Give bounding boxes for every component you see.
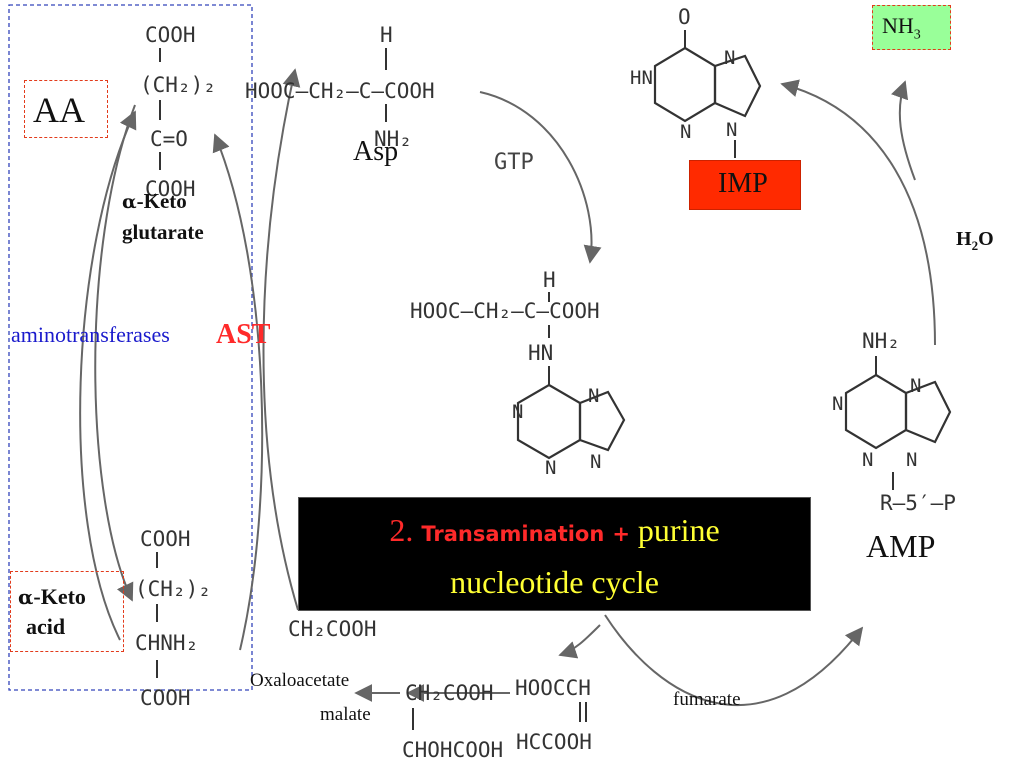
- ketoglutarate-line-1: COOH: [145, 23, 196, 47]
- ketoglutarate-line-4: COOH: [145, 177, 196, 201]
- adsucc-ring-n-3: N: [588, 385, 599, 407]
- arrow-oxaloacetate-to-asp: [262, 68, 301, 611]
- keto-acid-label-box: [10, 571, 124, 652]
- gtp-label: GTP: [494, 150, 534, 175]
- amp-r: R–5′–P: [880, 491, 956, 515]
- title-number: 2.: [389, 512, 414, 548]
- aspartate-structure: H HOOC–CH₂–C–COOH NH₂: [245, 23, 435, 151]
- adsucc-h: H: [543, 268, 556, 292]
- adsucc-ring-n-1: N: [512, 401, 523, 423]
- arrow-amp-to-imp: [780, 79, 936, 346]
- amp-label: AMP: [866, 528, 936, 564]
- glutamate-structure: COOH (CH₂)₂ CHNH₂ COOH: [135, 527, 211, 710]
- title-box: [298, 497, 811, 611]
- imp-ring-n-3: N: [726, 119, 737, 141]
- imp-ring-n-1: N: [680, 121, 691, 143]
- nh3-main: NH: [882, 13, 914, 38]
- arrow-adenylosuccinate-to-fumarate: [558, 624, 601, 659]
- glutamate-line-2: (CH₂)₂: [135, 577, 211, 601]
- nh3-label: NH3: [882, 13, 921, 43]
- oxaloacetate-structure: CH₂COOH: [288, 617, 377, 641]
- oxaloacetate-label: Oxaloacetate: [250, 670, 350, 691]
- arrow-asp-to-adenylosuccinate: [479, 91, 602, 264]
- glutamate-line-4: COOH: [140, 686, 191, 710]
- keto-glutarate-alpha: α: [122, 191, 137, 213]
- amp-structure: NH₂ N N N N R–5′–P: [832, 329, 956, 515]
- fumarate-bottom: HCCOOH: [516, 730, 592, 754]
- fumarate-structure: HOOCCH HCCOOH: [515, 676, 592, 754]
- asp-label: Asp: [353, 136, 399, 167]
- malate-structure: CH₂COOH CHOHCOOH: [402, 681, 503, 762]
- asp-h: H: [380, 23, 393, 47]
- h2o-h: H: [956, 228, 972, 250]
- arrow-aa-to-keto-acid: [94, 104, 136, 602]
- ketoglutarate-structure: COOH (CH₂)₂ C=O COOH: [140, 23, 216, 201]
- adsucc-hn: HN: [528, 341, 553, 365]
- arrow-adenylosuccinate-to-amp: [604, 614, 864, 706]
- keto-acid-label: α-Keto acid: [18, 582, 86, 642]
- keto-acid-line2: acid: [26, 614, 66, 639]
- keto-glutarate-label: α-Keto glutarate: [122, 186, 204, 247]
- title-bold-term: Transamination: [421, 522, 605, 546]
- imp-hn: HN: [630, 67, 653, 89]
- keto-acid-line1: -Keto: [33, 584, 86, 609]
- adsucc-main: HOOC–CH₂–C–COOH: [410, 299, 600, 323]
- glutamate-line-1: COOH: [140, 527, 191, 551]
- nh3-label-box: [872, 5, 951, 50]
- glutamate-line-3: CHNH₂: [135, 631, 198, 655]
- aa-label: AA: [33, 90, 85, 130]
- h2o-label: H2O: [956, 228, 994, 254]
- amp-ring-n-4: N: [906, 449, 917, 471]
- aa-dashed-column: [8, 4, 253, 691]
- keto-glutarate-line1: -Keto: [136, 189, 187, 213]
- adenylosuccinate-structure: H HOOC–CH₂–C–COOH HN N N N N: [410, 268, 626, 479]
- ast-label: AST: [216, 319, 271, 350]
- fumarate-top: HOOCCH: [515, 676, 591, 700]
- title-line-2: nucleotide cycle: [450, 564, 659, 600]
- fumarate-label: fumarate: [673, 689, 741, 710]
- ketoglutarate-line-2: (CH₂)₂: [140, 73, 216, 97]
- amp-nh2: NH₂: [862, 329, 900, 353]
- nh3-subscript: 3: [913, 27, 921, 43]
- aa-label-box: [24, 80, 108, 138]
- amp-ring-n-1: N: [832, 393, 843, 415]
- aminotransferases-label: aminotransferases: [11, 322, 170, 347]
- imp-label-box: [689, 160, 801, 210]
- amp-ring-n-3: N: [910, 375, 921, 397]
- ketoglutarate-line-3: C=O: [150, 127, 188, 151]
- asp-nh2: NH₂: [374, 127, 412, 151]
- keto-glutarate-line2: glutarate: [122, 220, 204, 244]
- amp-ring-n-2: N: [862, 449, 873, 471]
- imp-o: O: [678, 5, 691, 29]
- malate-label: malate: [320, 704, 371, 725]
- arrow-release-nh3: [891, 80, 916, 181]
- arrow-keto-acid-to-aa: [79, 110, 137, 641]
- arrow-glutamate-to-ketoglutarate: [212, 133, 264, 651]
- asp-main: HOOC–CH₂–C–COOH: [245, 79, 435, 103]
- h2o-o: O: [978, 228, 994, 250]
- oxalo-formula: CH₂COOH: [288, 617, 377, 641]
- imp-structure: O HN N N N: [630, 5, 762, 158]
- imp-label: IMP: [718, 168, 768, 199]
- title-rest-line1: purine: [637, 512, 720, 548]
- adsucc-ring-n-4: N: [590, 451, 601, 473]
- h2o-subscript: 2: [971, 238, 979, 253]
- imp-ring-n-2: N: [724, 47, 735, 69]
- malate-top: CH₂COOH: [405, 681, 494, 705]
- adsucc-ring-n-2: N: [545, 457, 556, 479]
- title-line-1: 2. Transamination + purine: [298, 512, 811, 549]
- malate-bottom: CHOHCOOH: [402, 738, 503, 762]
- title-plus: +: [612, 522, 630, 546]
- keto-acid-alpha: α: [18, 585, 34, 609]
